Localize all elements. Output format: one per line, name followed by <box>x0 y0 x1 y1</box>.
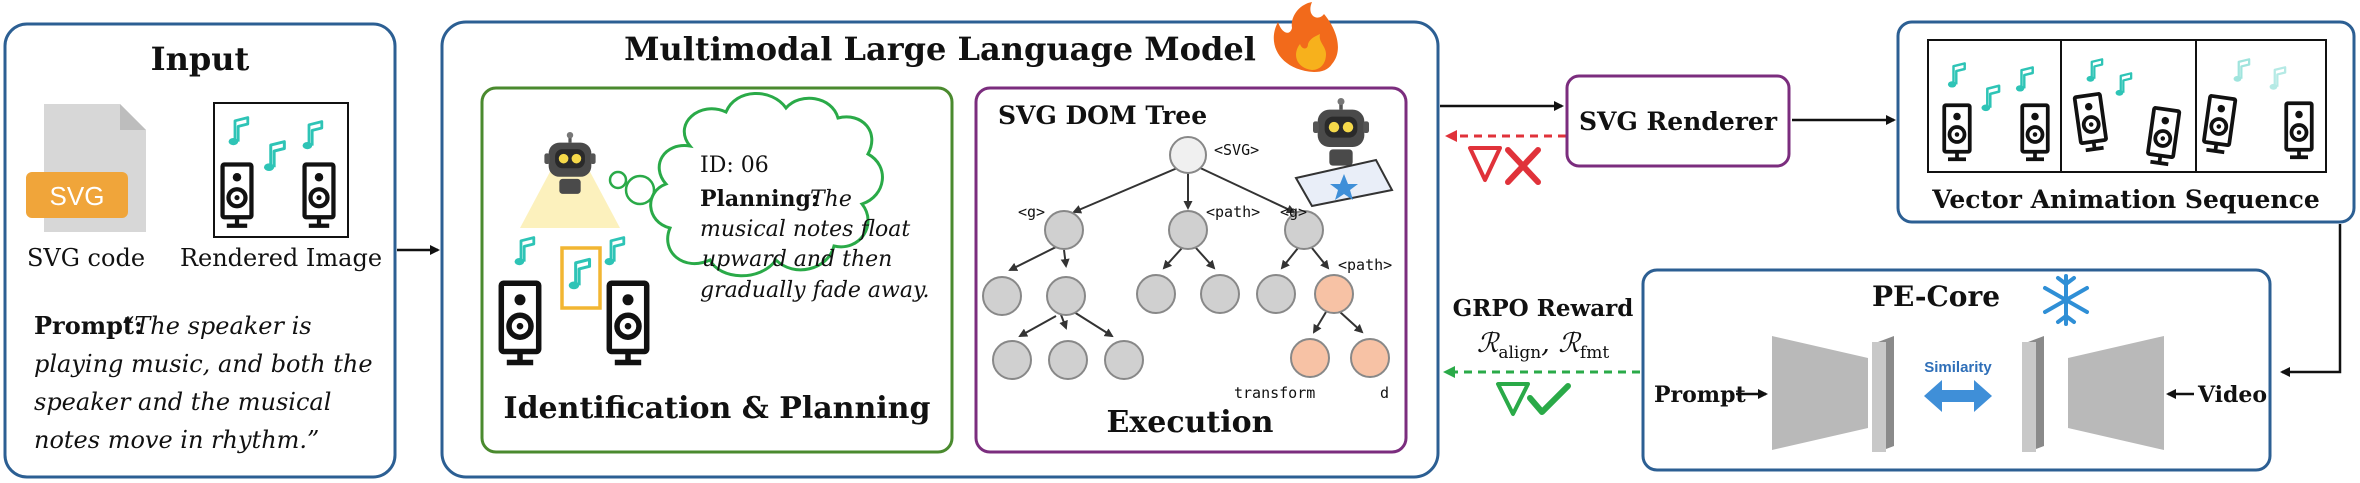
mllm-panel: Multimodal Large Language Model ID: 06 P… <box>440 2 1440 479</box>
input-title: Input <box>151 40 250 78</box>
tree-node <box>1046 276 1086 316</box>
speaker-icon <box>501 283 538 362</box>
tree-root-label: <SVG> <box>1214 141 1259 159</box>
tree-edges <box>1008 165 1364 338</box>
prompt-line-3: speaker and the musical <box>34 388 331 416</box>
svg-code-label: SVG code <box>27 244 145 272</box>
pe-core-panel: PE-Core Prompt Similarity Video <box>1641 268 2272 472</box>
similarity-arrow-icon <box>1924 380 1992 412</box>
tree-node-label-g2: <g> <box>1280 203 1307 221</box>
svg-file-icon: SVG <box>26 104 146 232</box>
tree-attr-transform: transform <box>1234 384 1315 402</box>
prompt-line-2: playing music, and both the <box>34 350 373 378</box>
no-gradient-icon <box>1468 146 1541 185</box>
animation-sequence-title: Vector Animation Sequence <box>1931 185 2319 214</box>
tree-node <box>982 276 1022 316</box>
rendered-image-thumbnail <box>213 102 349 238</box>
tree-attr-d: d <box>1380 384 1389 402</box>
tree-node-label-path: <path> <box>1206 203 1260 221</box>
tree-node <box>1256 274 1296 314</box>
planning-line-2: musical notes float <box>700 217 910 242</box>
id-text: ID: 06 <box>700 153 769 178</box>
mllm-title: Multimodal Large Language Model <box>624 30 1256 68</box>
prompt-line-4: notes move in rhythm.” <box>34 426 319 454</box>
svg-dom-tree-box: SVG DOM Tree <box>974 86 1408 454</box>
rendered-image-label: Rendered Image <box>180 244 382 272</box>
tree-node-root <box>1169 136 1207 174</box>
animation-sequence-panel: Vector Animation Sequence <box>1896 20 2356 224</box>
snowflake-icon <box>2043 274 2089 326</box>
flame-icon <box>1273 2 1338 72</box>
highlighted-note-box <box>560 246 602 310</box>
pe-core-prompt-label: Prompt <box>1654 382 1746 408</box>
tree-labels: <SVG> <g> <path> <g> <path> transform d <box>1018 141 1392 402</box>
identification-planning-box: ID: 06 Planning: The musical notes float… <box>480 86 954 454</box>
pe-core-title: PE-Core <box>1872 280 2000 313</box>
tree-node <box>1048 340 1088 380</box>
svg-badge-text: SVG <box>50 181 105 211</box>
speaker-icon <box>609 283 646 362</box>
tree-node-highlight <box>1350 338 1390 378</box>
animation-to-pecore-arrow <box>2280 224 2342 377</box>
tree-node <box>992 340 1032 380</box>
svg-renderer-box: SVG Renderer <box>1565 74 1791 168</box>
tree-node-highlight <box>1290 338 1330 378</box>
robot-drawing-icon <box>1294 98 1394 208</box>
svg-renderer-label: SVG Renderer <box>1579 107 1778 136</box>
tree-node <box>1104 340 1144 380</box>
speaker-icon <box>305 165 334 226</box>
dom-tree-title: SVG DOM Tree <box>998 101 1207 130</box>
tree-node-label-path2: <path> <box>1338 256 1392 274</box>
planning-line-1: The <box>810 187 852 212</box>
grpo-reward-terms: ℛalign, ℛfmt <box>1477 328 1610 363</box>
grpo-reward-title: GRPO Reward <box>1453 295 1634 322</box>
video-encoder-shape <box>2022 336 2164 452</box>
tree-node-highlight <box>1314 274 1354 314</box>
tree-node <box>1136 274 1176 314</box>
planning-label: Planning: <box>700 186 819 212</box>
planning-line-3: upward and then <box>702 247 892 272</box>
tree-node-label-g: <g> <box>1018 203 1045 221</box>
tree-node <box>1200 274 1240 314</box>
prompt-label: Prompt: <box>34 311 143 340</box>
planning-line-4: gradually fade away. <box>700 278 930 303</box>
tree-node <box>1284 210 1324 250</box>
prompt-line-1: “The speaker is <box>122 312 312 340</box>
text-encoder-shape <box>1772 336 1894 452</box>
execution-label: Execution <box>1107 405 1274 440</box>
input-panel: Input SVG SVG code Rendered Image Prompt… <box>3 22 397 479</box>
similarity-label: Similarity <box>1924 359 1992 376</box>
gradient-check-icon <box>1496 382 1571 416</box>
tree-node <box>1168 210 1208 250</box>
speaker-icon <box>223 165 252 226</box>
grpo-reward: GRPO Reward ℛalign, ℛfmt <box>1443 295 1640 416</box>
tree-node <box>1044 210 1084 250</box>
tree-nodes <box>982 136 1390 380</box>
identification-planning-title: Identification & Planning <box>504 391 931 426</box>
thought-bubble <box>608 92 884 278</box>
pe-core-video-label: Video <box>2197 382 2267 408</box>
